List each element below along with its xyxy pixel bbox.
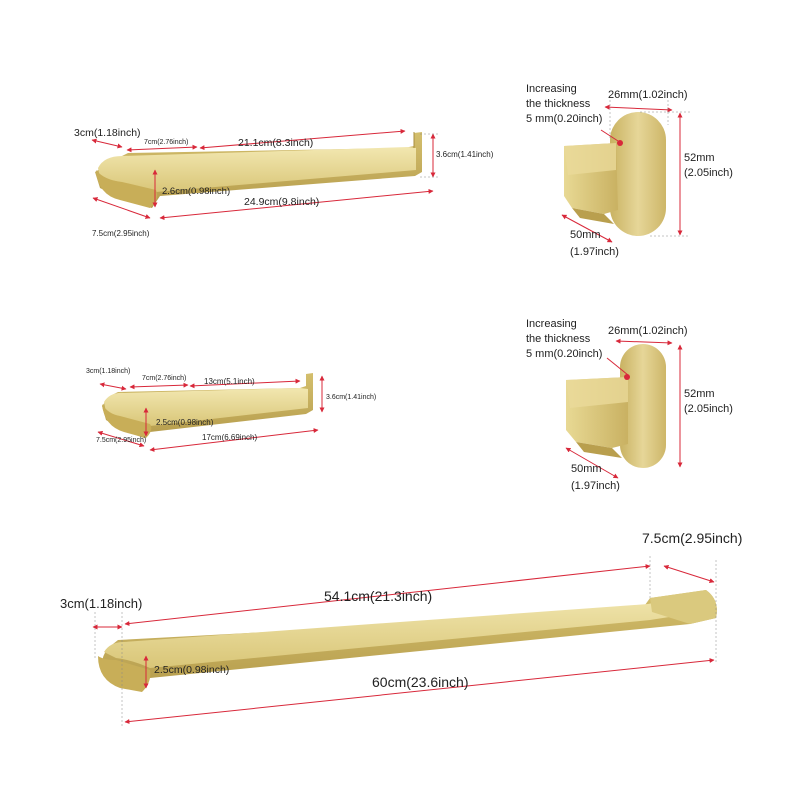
long-bar-end-width-label: 3cm(1.18inch) bbox=[60, 596, 143, 611]
hook-top-note-line-3: 5 mm(0.20inch) bbox=[526, 113, 603, 125]
hook-bottom-depth-label: 50mm (1.97inch) bbox=[571, 461, 620, 495]
hook-top-dimension-lines bbox=[561, 104, 683, 243]
hook-top-height-in: (2.05inch) bbox=[684, 167, 733, 179]
long-bar-end-depth-label: 7.5cm(2.95inch) bbox=[642, 530, 743, 546]
hook-top-thickness-note: Increasing the thickness 5 mm(0.20inch) bbox=[526, 82, 602, 127]
large-bar-extension-lines bbox=[420, 133, 440, 178]
hook-bottom-thickness-note: Increasing the thickness 5 mm(0.20inch) bbox=[526, 317, 602, 362]
large-bar-total-length-label: 24.9cm(9.8inch) bbox=[244, 196, 320, 208]
large-bar-end-depth-label: 3cm(1.18inch) bbox=[74, 127, 141, 139]
large-bar-dimension-lines bbox=[91, 128, 436, 221]
long-bar-total-length-label: 60cm(23.6inch) bbox=[372, 674, 469, 690]
hook-bottom-height-mm: 52mm bbox=[684, 388, 715, 400]
hook-top-thickness-marker bbox=[617, 140, 623, 146]
long-bar-thickness-label: 2.5cm(0.98inch) bbox=[154, 664, 230, 676]
hook-top-extension-lines bbox=[609, 100, 690, 237]
long-bar-inner-length-label: 54.1cm(21.3inch) bbox=[324, 588, 433, 604]
hook-top-width-label: 26mm(1.02inch) bbox=[608, 89, 688, 101]
small-towel-ring-product bbox=[102, 373, 313, 438]
long-bar-dimension-lines bbox=[92, 564, 715, 725]
small-bar-height-label: 3.6cm(1.41inch) bbox=[326, 394, 377, 401]
hook-top-note-line-1: Increasing bbox=[526, 83, 577, 95]
hook-top-height-mm: 52mm bbox=[684, 152, 715, 164]
small-bar-thickness-label: 2.5cm(0.98inch) bbox=[156, 418, 214, 427]
hook-bottom-thickness-marker bbox=[624, 374, 630, 380]
hook-top-depth-label: 50mm (1.97inch) bbox=[570, 227, 619, 261]
small-bar-dimension-lines bbox=[97, 375, 325, 452]
hook-bottom-depth-in: (1.97inch) bbox=[571, 480, 620, 492]
large-bar-base-depth-label: 7.5cm(2.95inch) bbox=[92, 229, 150, 238]
large-bar-end-width-label: 7cm(2.76inch) bbox=[144, 139, 189, 146]
hook-bottom-height-in: (2.05inch) bbox=[684, 403, 733, 415]
long-bar-extension-lines bbox=[94, 556, 717, 728]
hook-top-depth-mm: 50mm bbox=[570, 229, 601, 241]
robe-hook-bottom-product bbox=[566, 344, 666, 468]
large-bar-height-label: 3.6cm(1.41inch) bbox=[436, 150, 494, 159]
hook-bottom-note-line-1: Increasing bbox=[526, 318, 577, 330]
small-bar-base-depth-label: 7.5cm(2.95inch) bbox=[96, 437, 147, 444]
small-bar-total-length-label: 17cm(6.69inch) bbox=[202, 433, 258, 442]
hook-top-depth-in: (1.97inch) bbox=[570, 246, 619, 258]
hook-bottom-depth-mm: 50mm bbox=[571, 463, 602, 475]
large-bar-inner-length-label: 21.1cm(8.3inch) bbox=[238, 137, 314, 149]
hook-bottom-height-label: 52mm (2.05inch) bbox=[684, 387, 733, 417]
small-bar-inner-length-label: 13cm(5.1inch) bbox=[204, 377, 255, 386]
hook-top-note-line-2: the thickness bbox=[526, 98, 591, 110]
hook-bottom-note-line-2: the thickness bbox=[526, 333, 591, 345]
large-bar-thickness-label: 2.6cm(0.98inch) bbox=[162, 186, 231, 197]
small-bar-end-width-label: 7cm(2.76inch) bbox=[142, 375, 187, 382]
hook-bottom-dimension-lines bbox=[565, 338, 683, 479]
small-bar-end-depth-label: 3cm(1.18inch) bbox=[86, 368, 131, 375]
hook-top-height-label: 52mm (2.05inch) bbox=[684, 151, 733, 181]
robe-hook-top-product bbox=[564, 112, 666, 236]
hook-bottom-width-label: 26mm(1.02inch) bbox=[608, 325, 688, 337]
hook-bottom-note-line-3: 5 mm(0.20inch) bbox=[526, 348, 603, 360]
